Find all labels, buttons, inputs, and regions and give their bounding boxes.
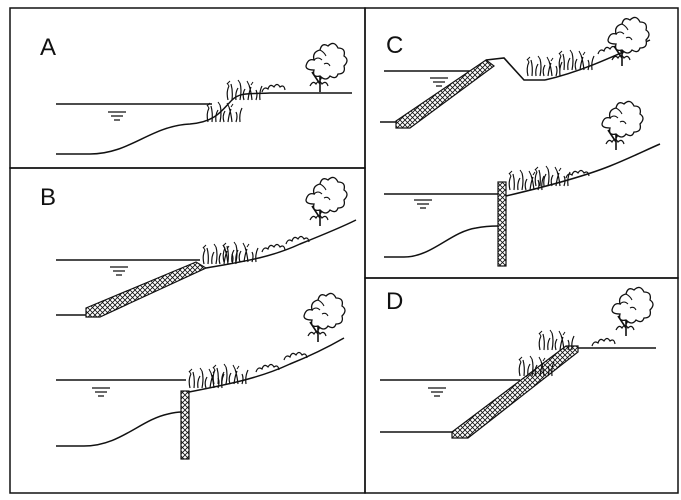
shrub-icon [261, 83, 286, 93]
bank-profile [188, 337, 345, 393]
panel-b-bulkhead [56, 292, 346, 460]
water-level-symbol [91, 387, 111, 397]
shrub-icon [591, 337, 616, 347]
tree-icon [305, 42, 348, 93]
reed-vegetation [508, 169, 545, 191]
levee-crest [485, 57, 545, 81]
bank-profile-lower [384, 225, 499, 258]
reed-vegetation [222, 241, 259, 263]
bank-profile [505, 143, 661, 197]
panel-label-d: D [386, 288, 404, 315]
panel-c-levee [380, 16, 651, 129]
panel-c-bulkhead [384, 100, 661, 267]
tree-icon [601, 100, 644, 151]
shrub-icon [285, 235, 310, 245]
water-level-symbol [107, 111, 127, 121]
reed-vegetation [526, 55, 563, 77]
water-level-symbol [427, 387, 447, 397]
water-level-symbol [109, 266, 129, 276]
panel-frames [9, 7, 679, 494]
reed-vegetation [212, 363, 249, 385]
reed-vegetation [534, 165, 571, 187]
panel-a-natural-shoreline [56, 42, 352, 155]
vertical-bulkhead-wall [180, 390, 190, 460]
water-level-symbol [413, 199, 433, 209]
water-level-symbol [429, 77, 449, 87]
panel-b-riprap [56, 176, 357, 318]
riprap-revetment [451, 345, 579, 439]
reed-vegetation [226, 79, 263, 101]
tree-icon [305, 176, 348, 227]
panel-label-b: B [40, 184, 57, 211]
panel-label-a: A [40, 34, 57, 61]
bank-profile [56, 92, 352, 155]
riprap-revetment [395, 59, 496, 129]
tree-icon [607, 16, 650, 67]
bank-profile-lower [56, 411, 183, 447]
riprap-revetment [85, 261, 208, 318]
vertical-bulkhead-wall [497, 181, 507, 267]
tree-icon [303, 292, 346, 343]
reed-vegetation [538, 329, 575, 351]
tree-icon [611, 286, 654, 337]
panel-label-c: C [386, 32, 404, 59]
reed-vegetation [206, 101, 243, 123]
reed-vegetation [558, 49, 595, 71]
panel-d-revetment [380, 286, 656, 439]
